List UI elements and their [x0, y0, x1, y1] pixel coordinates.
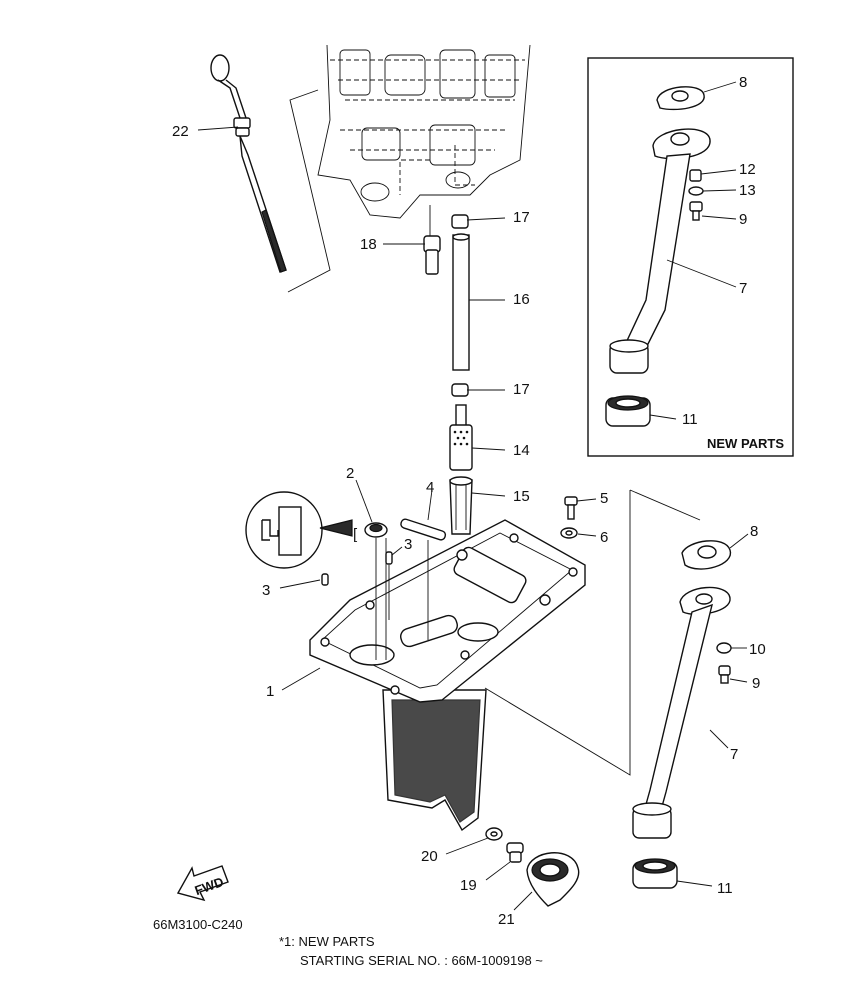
callout-17-top: 17 — [513, 209, 530, 226]
fwd-arrow: FWD — [176, 865, 229, 902]
new-parts-inset — [587, 57, 794, 457]
callout-8-outer: 8 — [750, 523, 758, 540]
inset-title: NEW PARTS — [707, 436, 784, 451]
callout-21: 21 — [498, 911, 515, 928]
callout-labels: 22 18 17 16 17 14 15 2 4 3 3 5 6 8 10 9 … — [172, 74, 784, 928]
footnote-line-2: STARTING SERIAL NO. : 66M-1009198 ~ — [300, 953, 543, 968]
engine-block-outline — [287, 44, 531, 293]
callout-4: 4 — [426, 479, 434, 496]
footnote-line-1: *1: NEW PARTS — [279, 934, 375, 949]
callout-15: 15 — [513, 488, 530, 505]
callout-7-outer: 7 — [730, 746, 738, 763]
callout-12: 12 — [739, 161, 756, 178]
dipstick-assembly — [210, 54, 287, 273]
callout-9-inset: 9 — [739, 211, 747, 228]
diagram-code: 66M3100-C240 — [153, 917, 243, 932]
callout-7-inset: 7 — [739, 280, 747, 297]
callout-1: 1 — [266, 683, 274, 700]
callout-17-bottom: 17 — [513, 381, 530, 398]
callout-2: 2 — [346, 465, 354, 482]
callout-9-outer: 9 — [752, 675, 760, 692]
small-parts — [321, 496, 578, 660]
callout-13: 13 — [739, 182, 756, 199]
center-parts — [423, 214, 473, 535]
callout-14: 14 — [513, 442, 530, 459]
callout-10: 10 — [749, 641, 766, 658]
callout-6: 6 — [600, 529, 608, 546]
callout-16: 16 — [513, 291, 530, 308]
callout-18: 18 — [360, 236, 377, 253]
callout-3-lower: 3 — [262, 582, 270, 599]
callout-11-outer: 11 — [717, 880, 733, 897]
seal-detail-bubble — [245, 491, 353, 569]
callout-8-inset: 8 — [739, 74, 747, 91]
callout-3-upper: 3 — [404, 536, 412, 553]
callout-5: 5 — [600, 490, 608, 507]
new-parts-bracket-marker: [ — [353, 526, 358, 543]
callout-20: 20 — [421, 848, 438, 865]
drain-parts — [485, 827, 580, 907]
leader-lines — [197, 81, 749, 911]
water-pipe-outer — [484, 489, 732, 889]
callout-22: 22 — [172, 123, 189, 140]
callout-11-inset: 11 — [682, 411, 698, 428]
callout-19: 19 — [460, 877, 477, 894]
upper-casing — [309, 519, 586, 832]
